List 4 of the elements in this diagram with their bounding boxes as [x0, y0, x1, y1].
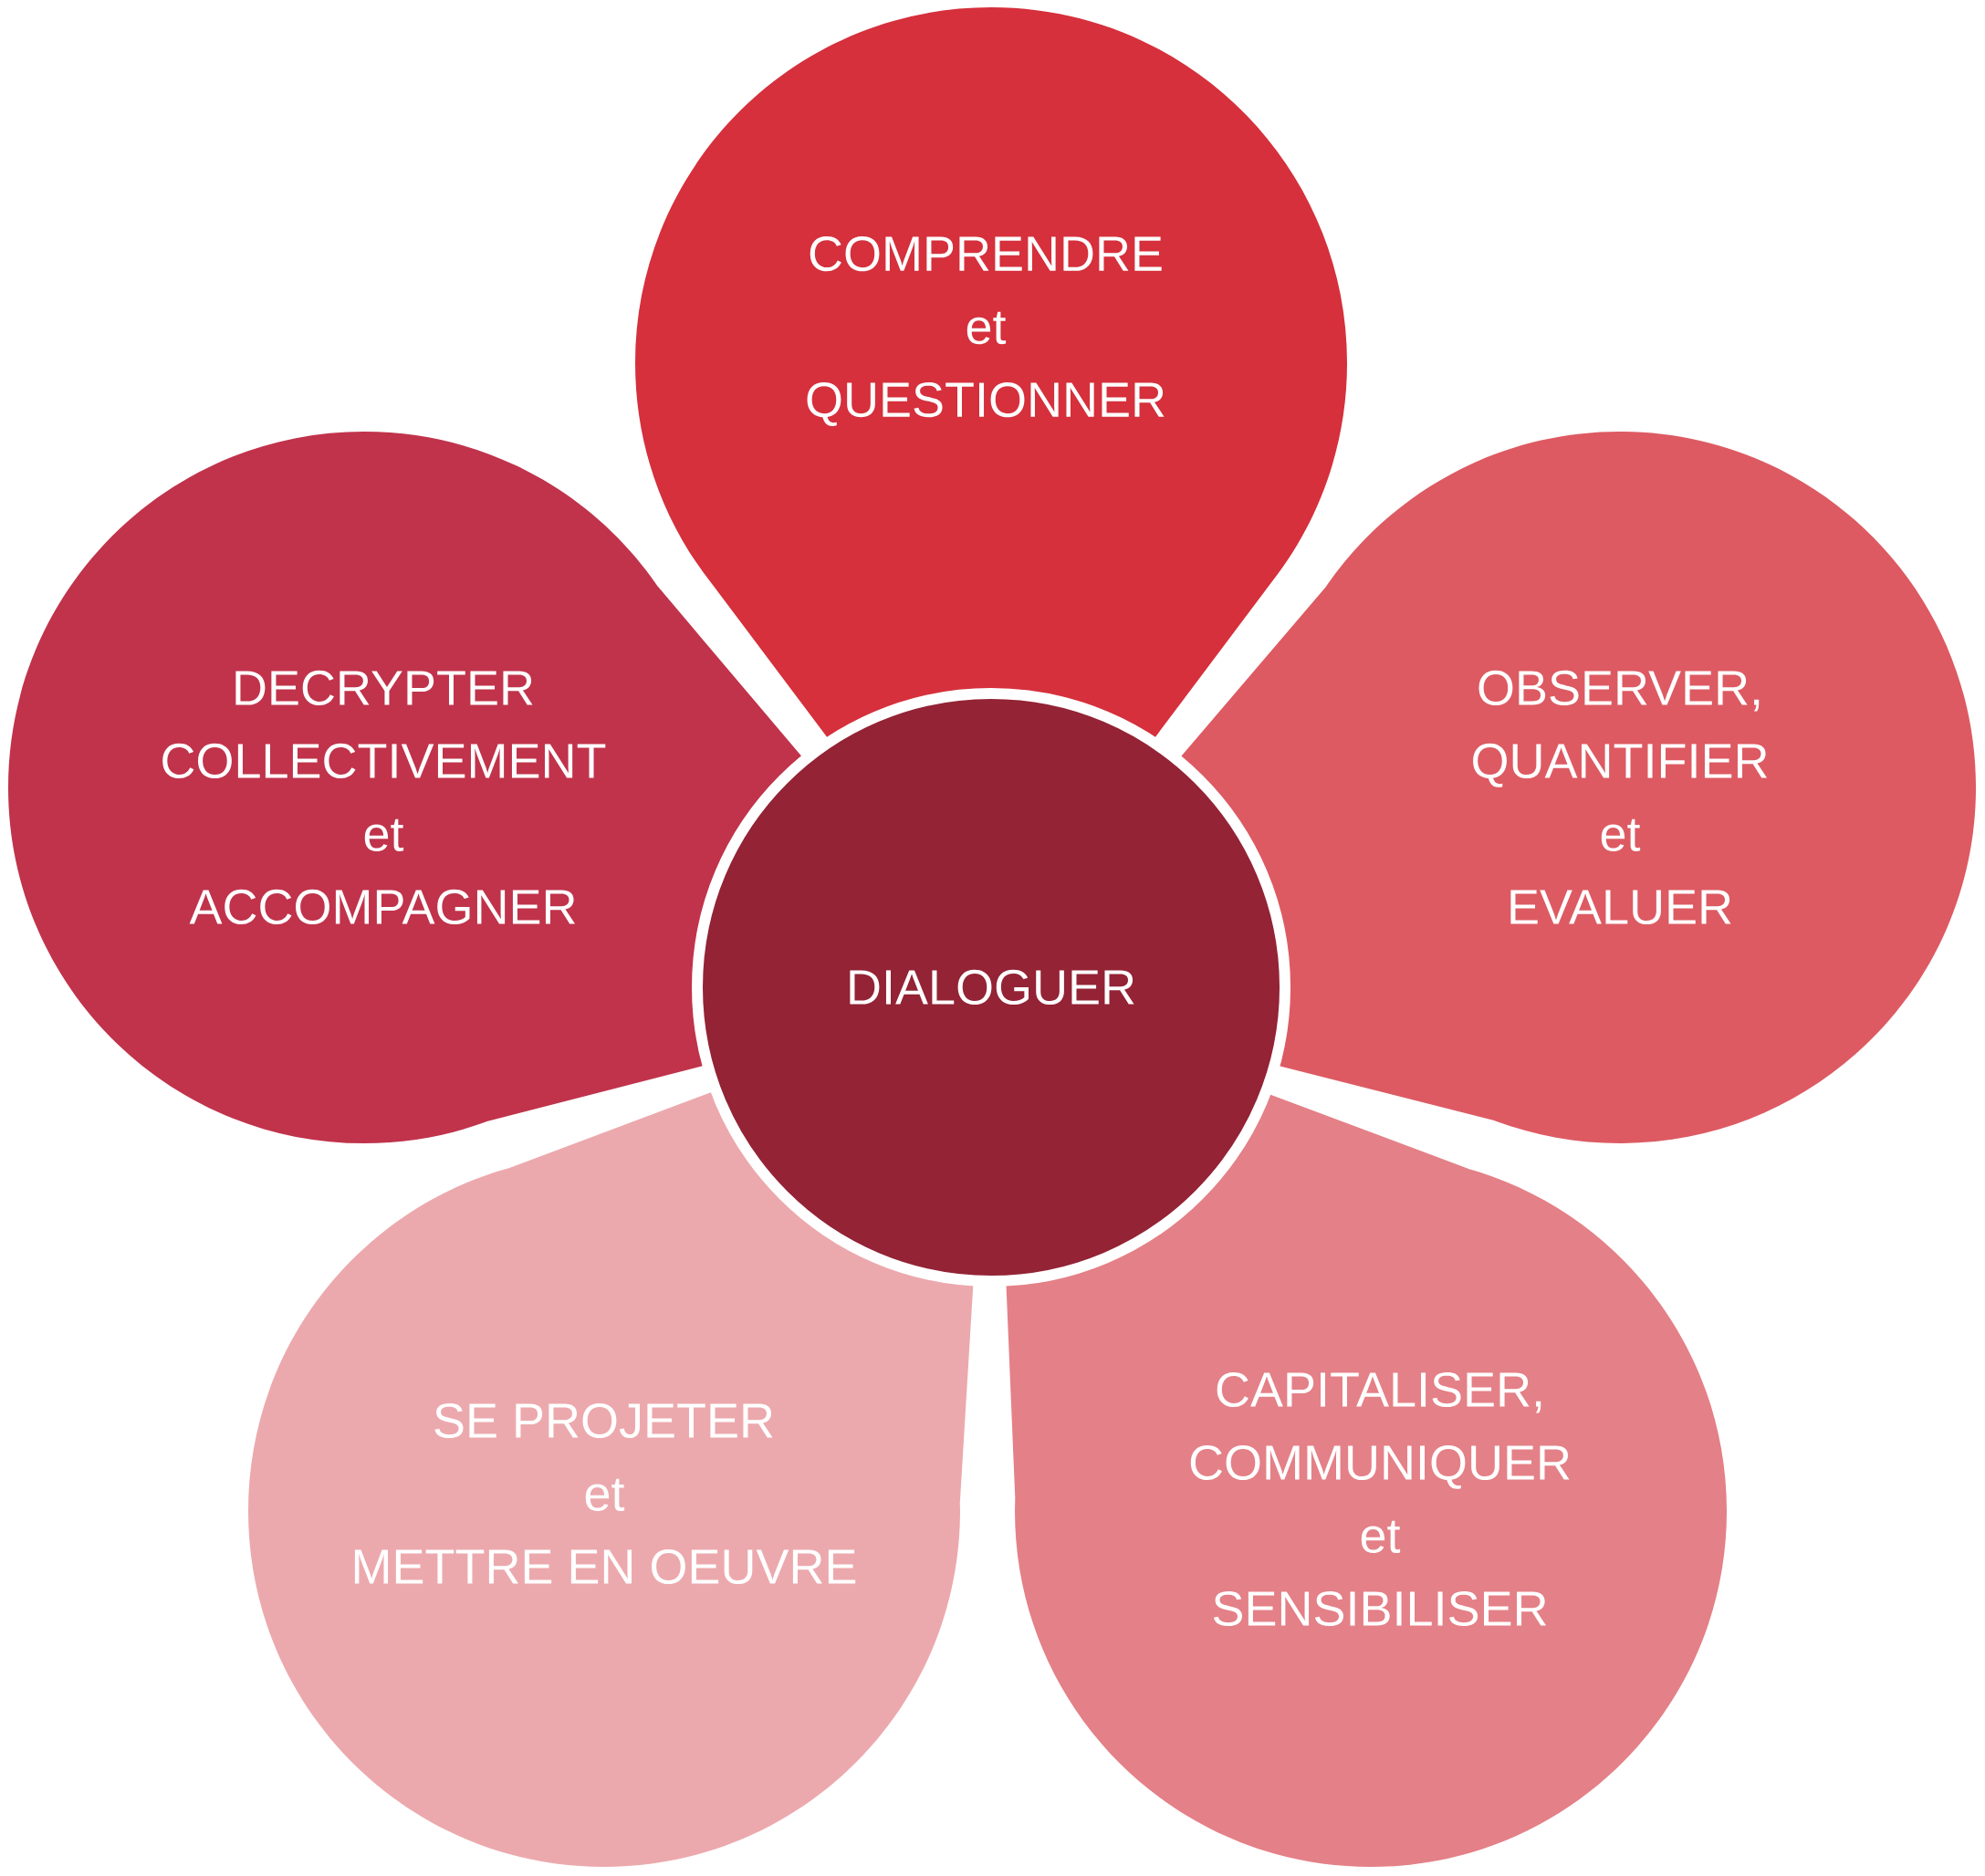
petal: OBSERVER, QUANTIFIER et EVALUER — [1168, 432, 1977, 1143]
petal: CAPITALISER, COMMUNIQUER et SENSIBILISER — [1005, 1088, 1728, 1867]
petal: DECRYPTER COLLECTIVEMENT et ACCOMPAGNER — [8, 432, 815, 1143]
petal: SE PROJETER et METTRE EN OEUVRE — [248, 1085, 975, 1867]
